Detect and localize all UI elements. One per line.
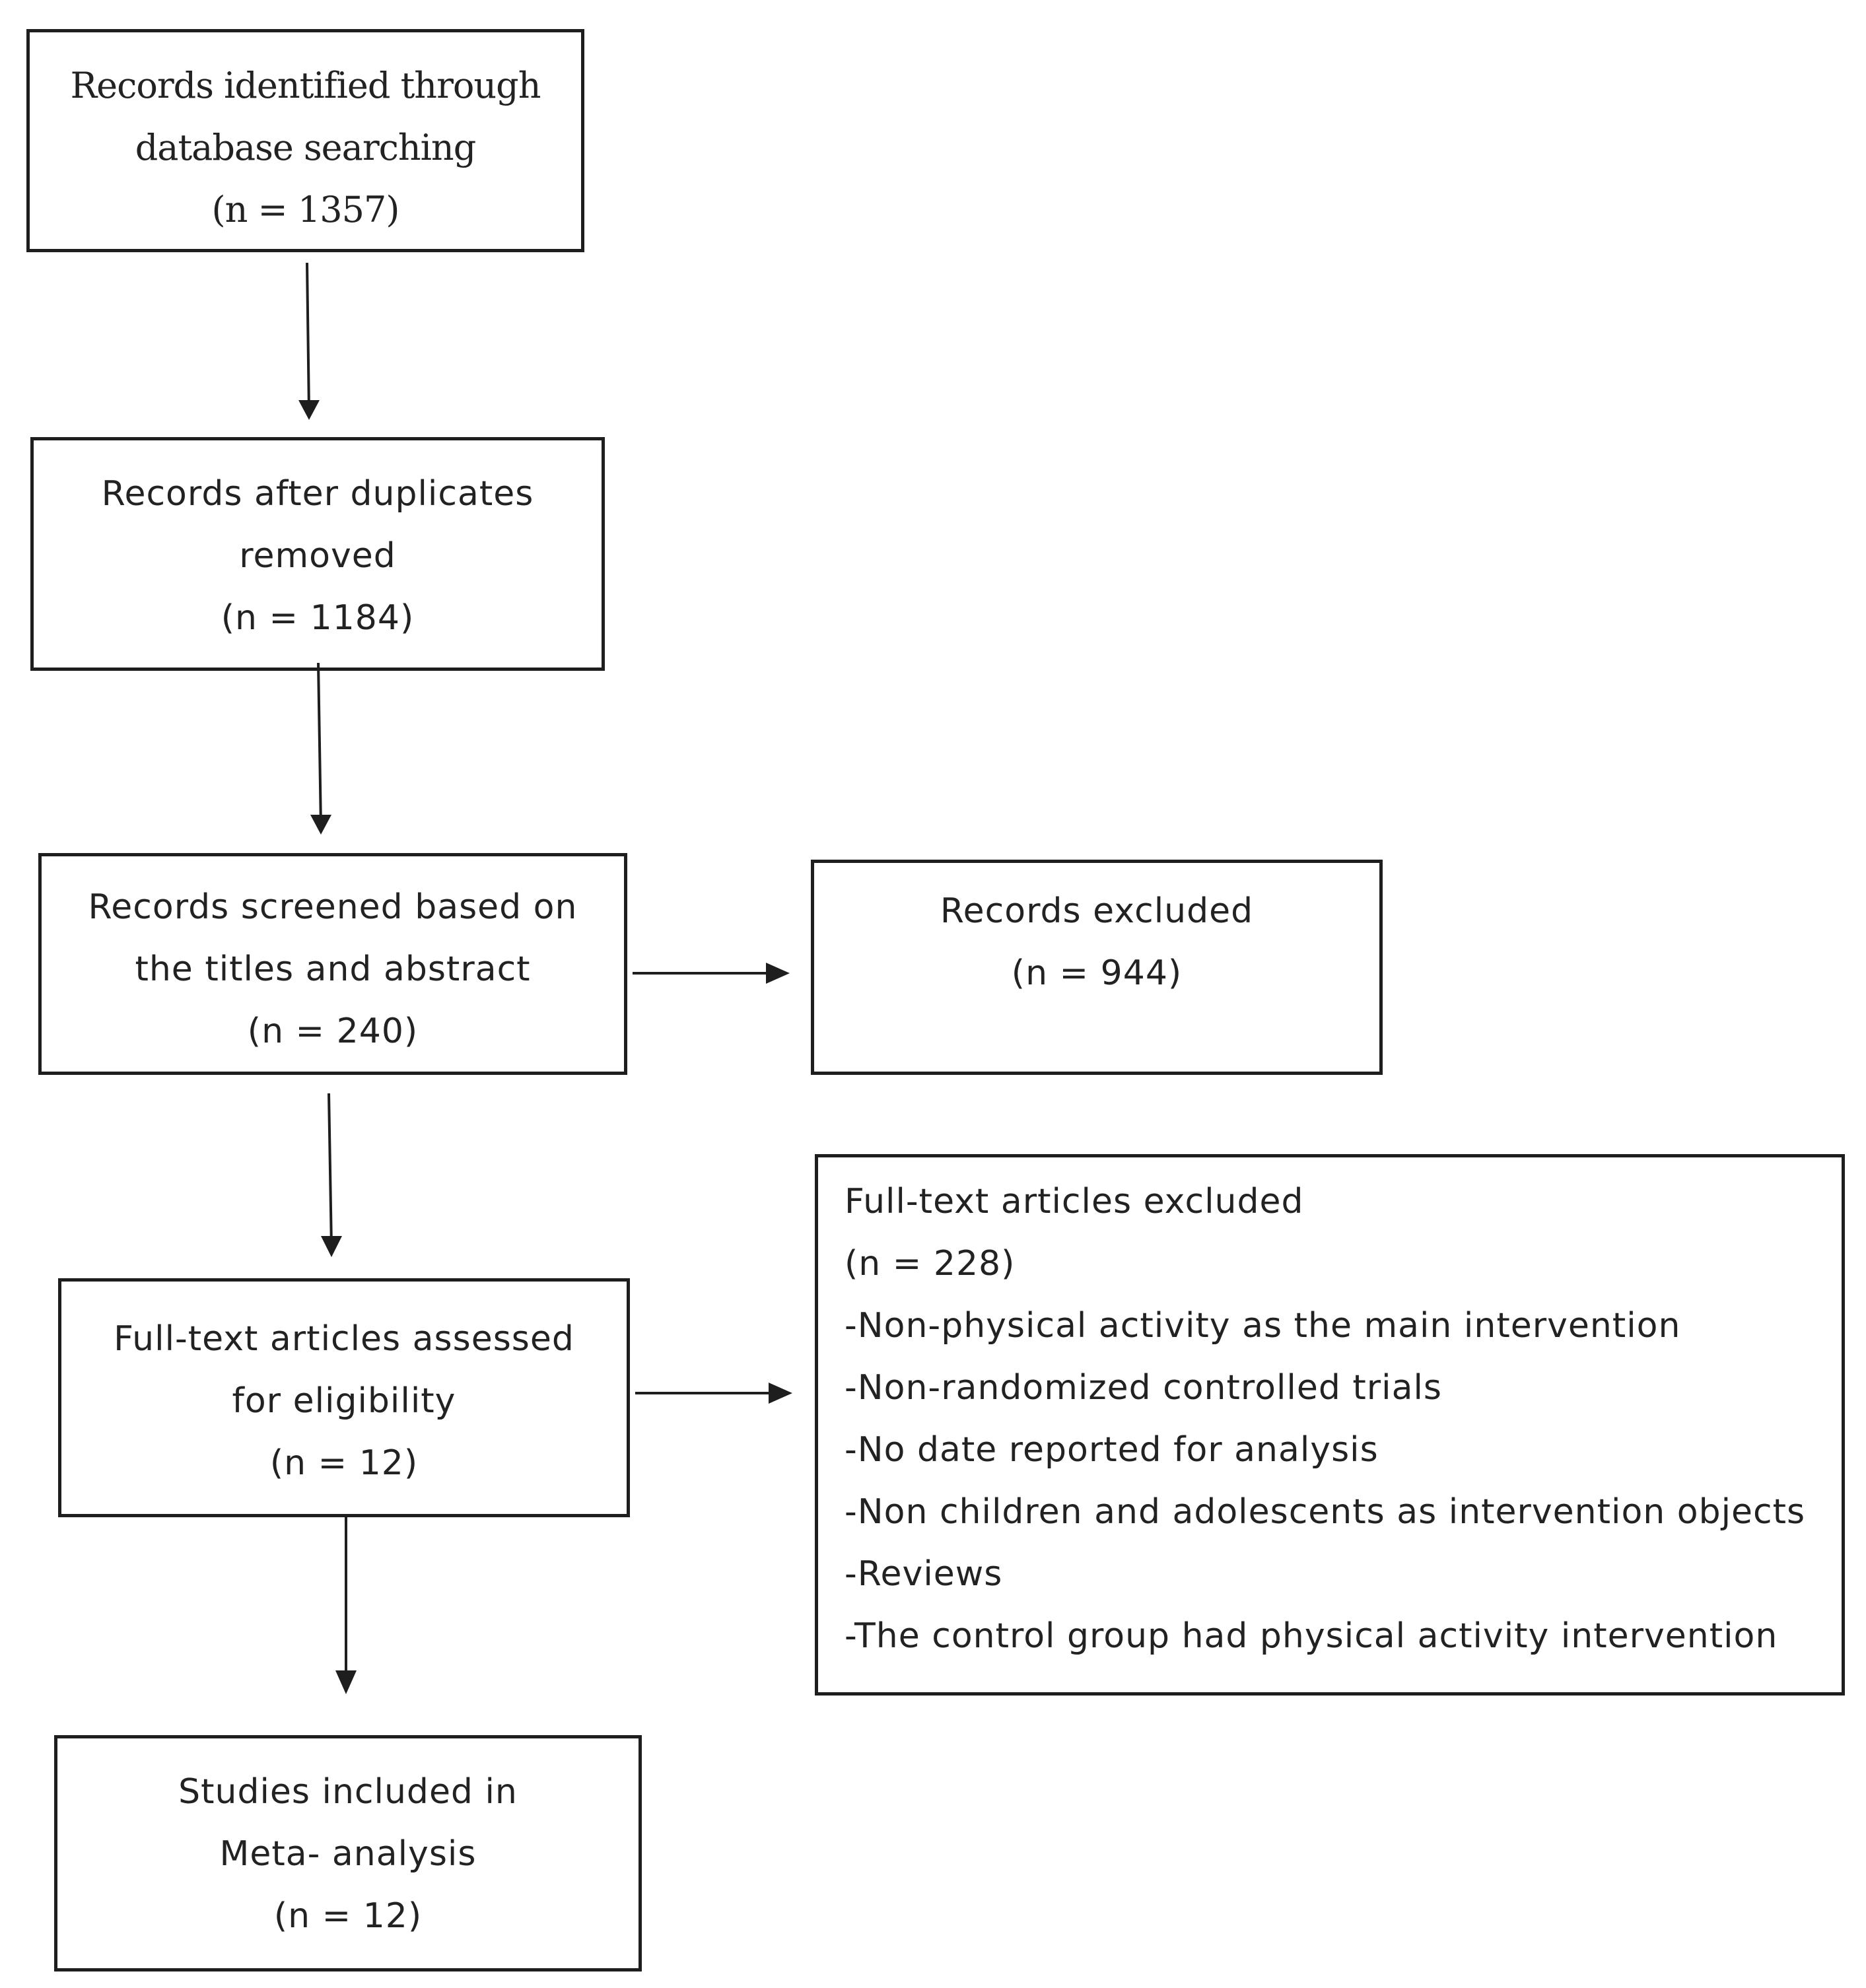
records-identified-count: (n = 1357) bbox=[211, 189, 400, 230]
records-excluded-box: Records excluded (n = 944) bbox=[811, 860, 1383, 1075]
full-text-assessed-line-1: Full-text articles assessed bbox=[114, 1319, 574, 1359]
studies-included-count: (n = 12) bbox=[273, 1896, 423, 1936]
arrowhead-right bbox=[766, 963, 790, 984]
full-text-assessed-line-2: for eligibility bbox=[232, 1381, 456, 1421]
arrow-screened-to-fulltext bbox=[328, 1093, 333, 1249]
full-text-excluded-heading: Full-text articles excluded bbox=[845, 1182, 1304, 1221]
exclusion-reason: -Non children and adolescents as interve… bbox=[845, 1492, 1806, 1532]
arrowhead-right bbox=[769, 1383, 792, 1404]
studies-included-line-1: Studies included in bbox=[178, 1772, 518, 1812]
records-screened-count: (n = 240) bbox=[247, 1011, 419, 1051]
records-screened-line-1: Records screened based on bbox=[88, 887, 578, 927]
arrowhead-down bbox=[321, 1236, 342, 1257]
records-excluded-line-1: Records excluded bbox=[940, 891, 1254, 931]
arrow-identified-to-duplicates bbox=[306, 262, 310, 413]
arrowhead-down bbox=[298, 400, 320, 420]
records-after-duplicates-line-1: Records after duplicates bbox=[101, 474, 534, 514]
records-identified-box: Records identified through database sear… bbox=[26, 29, 584, 252]
records-excluded-count: (n = 944) bbox=[1011, 953, 1183, 993]
exclusion-reason: -No date reported for analysis bbox=[845, 1430, 1379, 1470]
exclusion-reason: -Non-physical activity as the main inter… bbox=[845, 1306, 1681, 1346]
full-text-assessed-box: Full-text articles assessed for eligibil… bbox=[58, 1278, 630, 1517]
arrowhead-down bbox=[310, 815, 331, 835]
records-identified-line-2: database searching bbox=[135, 127, 477, 168]
studies-included-box: Studies included in Meta- analysis (n = … bbox=[54, 1735, 642, 1971]
arrow-duplicates-to-screened bbox=[317, 662, 322, 827]
records-after-duplicates-count: (n = 1184) bbox=[221, 598, 415, 638]
full-text-excluded-count: (n = 228) bbox=[845, 1244, 1016, 1284]
full-text-assessed-count: (n = 12) bbox=[269, 1443, 419, 1483]
exclusion-reason: -Reviews bbox=[845, 1554, 1003, 1594]
records-screened-line-2: the titles and abstract bbox=[135, 949, 531, 989]
arrowhead-down bbox=[335, 1670, 357, 1694]
exclusion-reason: -The control group had physical activity… bbox=[845, 1616, 1778, 1656]
studies-included-line-2: Meta- analysis bbox=[219, 1834, 477, 1874]
records-identified-line-1: Records identified through bbox=[70, 65, 541, 106]
full-text-excluded-box: Full-text articles excluded (n = 228) -N… bbox=[815, 1154, 1845, 1696]
records-after-duplicates-box: Records after duplicates removed (n = 11… bbox=[30, 437, 605, 671]
records-screened-box: Records screened based on the titles and… bbox=[38, 853, 627, 1075]
exclusion-reason: -Non-randomized controlled trials bbox=[845, 1368, 1442, 1408]
records-after-duplicates-line-2: removed bbox=[239, 536, 396, 576]
